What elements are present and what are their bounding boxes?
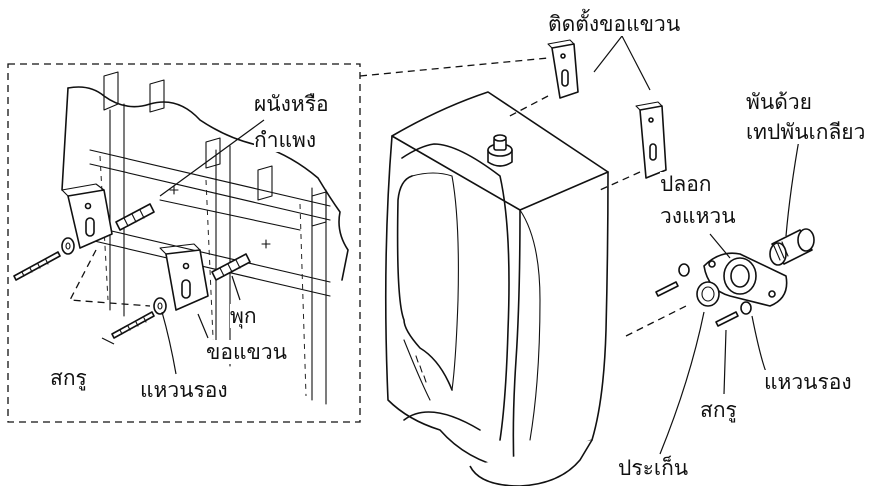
- label-washer-left: แหวนรอง: [140, 378, 228, 402]
- label-wall-or-partition-line2: กำแพง: [254, 128, 317, 152]
- detail-inset-frame: [7, 63, 361, 423]
- label-sleeve-line2: วงแหวน: [660, 204, 736, 228]
- threaded-pipe: [769, 228, 815, 266]
- label-screw-left: สกรู: [50, 366, 87, 390]
- spud-flange: [703, 252, 788, 307]
- hanger-bracket-left: [61, 183, 113, 249]
- label-screw-right: สกรู: [700, 398, 737, 422]
- label-wall-or-partition-line1: ผนังหรือ: [254, 92, 329, 116]
- hanger-bracket-center: [159, 243, 209, 311]
- screw-washer-center: [111, 297, 167, 339]
- label-install-hanger: ติดตั้งขอแขวน: [548, 12, 681, 36]
- leader-detail-to-hanger: [359, 57, 549, 77]
- label-wrap-line2: เทปพันเกลียว: [746, 120, 866, 144]
- hanger-dash-2: [599, 171, 641, 191]
- outlet-dash: [625, 305, 687, 337]
- leader-lines: [101, 35, 801, 455]
- wall-framing: [61, 71, 349, 405]
- wall-anchor-left: [115, 203, 155, 231]
- hanger-dash-1: [505, 95, 549, 119]
- hanger-bracket-top-1: [547, 39, 579, 99]
- label-hanger: ขอแขวน: [206, 340, 288, 364]
- screw-washer-left: [13, 237, 75, 281]
- label-sleeve-line1: ปลอก: [660, 172, 712, 196]
- hanger-bracket-top-2: [635, 101, 667, 179]
- wall-anchor-center: [211, 253, 251, 281]
- screw-washer-right: [655, 263, 752, 327]
- gasket-ring: [696, 281, 720, 307]
- label-wrap-line1: พันด้วย: [746, 90, 812, 114]
- label-washer-right: แหวนรอง: [764, 370, 852, 394]
- label-anchor: พุก: [230, 304, 257, 328]
- urinal: [384, 91, 609, 486]
- alignment-dash-left: [68, 249, 151, 307]
- label-gasket: ประเก็น: [618, 456, 689, 480]
